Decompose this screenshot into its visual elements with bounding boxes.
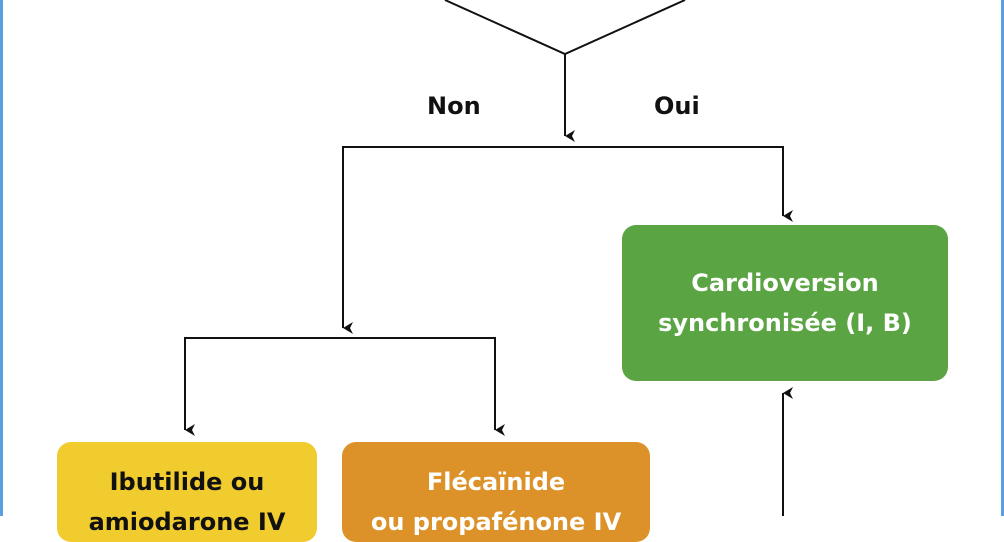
branch-label-no: Non bbox=[427, 92, 481, 120]
ibutilide-line1: Ibutilide ou bbox=[109, 468, 265, 496]
flecainide-line2: ou propafénone IV bbox=[370, 508, 622, 536]
cardioversion-line2: synchronisée (I, B) bbox=[658, 309, 912, 337]
flecainide-line1: Flécaïnide bbox=[426, 468, 566, 496]
ibutilide-box: Ibutilide ou amiodarone IV bbox=[57, 442, 317, 542]
cardioversion-box: Cardioversion synchronisée (I, B) bbox=[622, 225, 948, 381]
cardioversion-line1: Cardioversion bbox=[691, 269, 879, 297]
decision-diamond bbox=[444, 0, 686, 56]
branch-split-line bbox=[342, 146, 784, 328]
branch-label-yes: Oui bbox=[654, 92, 700, 120]
flecainide-box: Flécaïnide ou propafénone IV bbox=[342, 442, 650, 542]
ibutilide-line2: amiodarone IV bbox=[88, 508, 286, 536]
flow-connectors bbox=[184, 0, 793, 516]
sub-split-line bbox=[184, 337, 496, 428]
